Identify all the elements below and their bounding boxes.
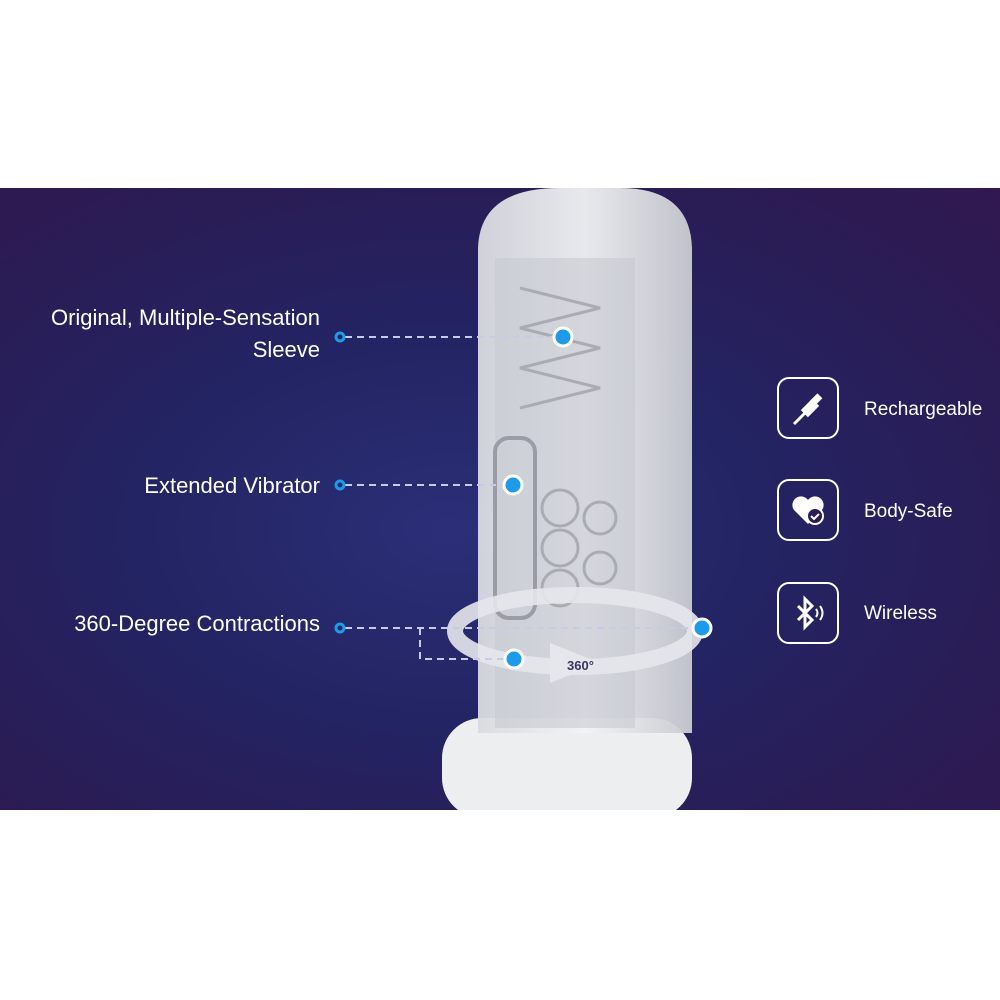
feature-body-safe: Body-Safe xyxy=(864,501,953,522)
rotation-badge: 360° xyxy=(567,658,594,673)
contraction-marker xyxy=(503,648,525,670)
product-banner: 360° Original, Multiple-Sensation Sleeve… xyxy=(0,188,1000,810)
product-illustration xyxy=(334,188,713,810)
feature-rechargeable: Rechargeable xyxy=(864,399,983,420)
sleeve-marker xyxy=(552,326,574,348)
usb-cable-icon xyxy=(777,377,839,439)
base-cap xyxy=(442,718,692,810)
feature-wireless: Wireless xyxy=(864,603,937,624)
callout-sleeve: Original, Multiple-Sensation Sleeve xyxy=(51,302,320,366)
contraction-marker xyxy=(691,617,713,639)
callout-label: Original, Multiple-Sensation xyxy=(50,305,320,330)
callout-anchor xyxy=(334,622,346,634)
callout-anchor xyxy=(334,331,346,343)
callout-vibrator: Extended Vibrator xyxy=(144,473,320,498)
callout-anchor xyxy=(334,479,346,491)
callout-contractions: 360-Degree Contractions xyxy=(74,611,320,636)
bluetooth-icon xyxy=(777,582,839,644)
callout-label: Sleeve xyxy=(252,337,320,362)
vibrator-marker xyxy=(502,474,524,496)
heart-check-icon xyxy=(777,479,839,541)
